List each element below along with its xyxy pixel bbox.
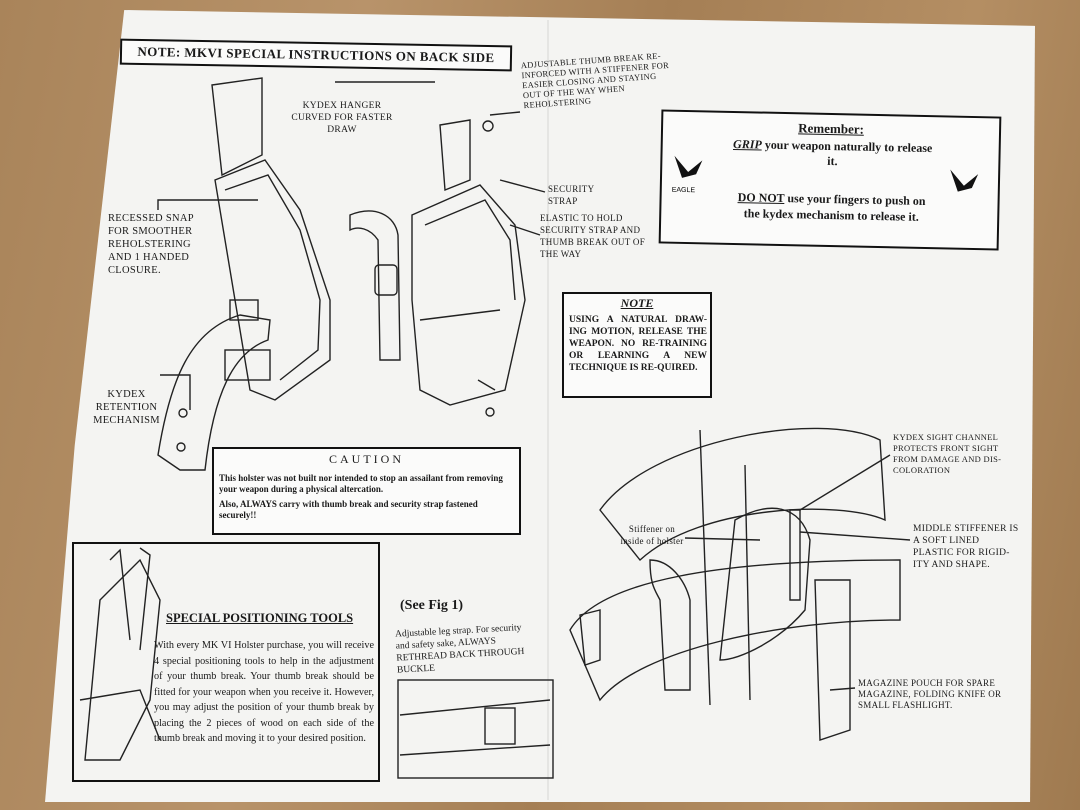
- note-box: NOTE USING A NATURAL DRAW-ING MOTION, RE…: [562, 292, 712, 398]
- page-fold: [547, 20, 549, 800]
- caution-box: CAUTION This holster was not built nor i…: [212, 447, 521, 535]
- caution-body-2: Also, ALWAYS carry with thumb break and …: [219, 499, 478, 520]
- donot-word: DO NOT: [737, 190, 785, 206]
- caution-title: CAUTION: [329, 452, 404, 466]
- magazine-pouch-label: MAGAZINE POUCH FOR SPARE MAGAZINE, FOLDI…: [858, 678, 1002, 710]
- header-note: NOTE: MKVI SPECIAL INSTRUCTIONS ON BACK …: [137, 43, 495, 66]
- eagle-logo-text: EAGLE: [671, 186, 696, 195]
- remember-grip-text: GRIP your weapon naturally to release it…: [732, 137, 933, 171]
- grip-word: GRIP: [732, 136, 762, 152]
- kydex-hanger-label: KYDEX HANGER CURVED FOR FASTER DRAW: [291, 101, 393, 135]
- security-strap-label: SECURITY STRAP: [548, 184, 595, 206]
- note-body: USING A NATURAL DRAW-ING MOTION, RELEASE…: [569, 315, 707, 373]
- tools-body: With every MK VI Holster purchase, you w…: [154, 640, 374, 744]
- recessed-snap-label: RECESSED SNAP FOR SMOOTHER REHOLSTERING …: [108, 213, 194, 276]
- elastic-label: ELASTIC TO HOLD SECURITY STRAP AND THUMB…: [540, 213, 645, 259]
- see-fig-label: (See Fig 1): [400, 598, 463, 613]
- tools-title: SPECIAL POSITIONING TOOLS: [166, 611, 354, 625]
- remember-box: EAGLE Remember: GRIP your weapon natural…: [658, 109, 1002, 251]
- eagle-logo-left: EAGLE: [672, 152, 713, 194]
- thumb-break-label: ADJUSTABLE THUMB BREAK RE-INFORCED WITH …: [520, 50, 670, 111]
- tools-box: SPECIAL POSITIONING TOOLS With every MK …: [72, 542, 380, 782]
- kydex-retention-label: KYDEX RETENTION MECHANISM: [93, 389, 160, 426]
- note-title: NOTE: [620, 296, 654, 310]
- leg-strap-label: Adjustable leg strap. For security and s…: [394, 623, 525, 676]
- remember-title: Remember:: [798, 120, 865, 137]
- grip-rest: your weapon naturally to release it.: [761, 137, 933, 169]
- remember-donot-text: DO NOT use your fingers to push on the k…: [731, 189, 932, 225]
- eagle-logo-right: [948, 165, 989, 196]
- stiffener-inside-label: Stiffener on inside of holster: [620, 524, 684, 546]
- middle-stiffener-label: MIDDLE STIFFENER IS A SOFT LINED PLASTIC…: [913, 524, 1019, 570]
- caution-body-1: This holster was not built nor intended …: [219, 473, 503, 494]
- sight-channel-label: KYDEX SIGHT CHANNEL PROTECTS FRONT SIGHT…: [893, 432, 1002, 475]
